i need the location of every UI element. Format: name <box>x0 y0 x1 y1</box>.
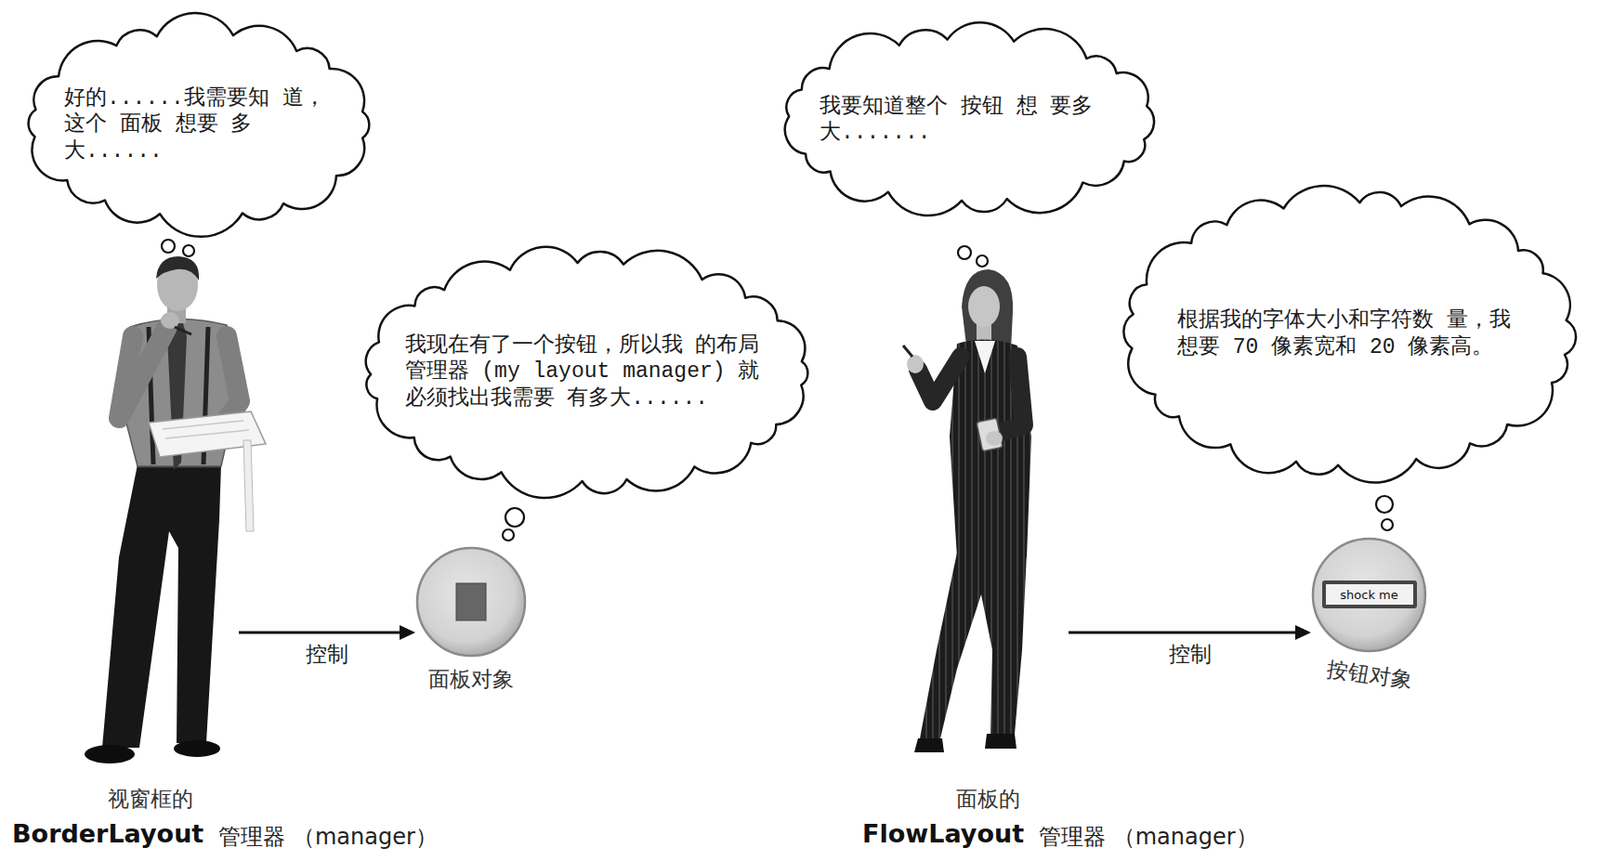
thought-text: 我要知道整个 按钮 想 要多大....... <box>819 93 1119 146</box>
object-label: 面板对象 <box>428 665 514 695</box>
cloud-outline <box>770 20 1168 220</box>
layout-name: BorderLayout <box>12 819 204 849</box>
cloud-shape <box>366 247 809 499</box>
object-circle-shape <box>1312 538 1426 652</box>
object-label: 按钮对象 <box>1324 655 1414 696</box>
woman-figure <box>903 269 1032 753</box>
thought-cloud: 根据我的字体大小和字符数 量，我想要 70 像素宽和 20 像素高。 <box>1112 183 1587 485</box>
control-arrow <box>238 625 416 641</box>
object-circle: 面板对象 <box>415 546 527 658</box>
thought-cloud: 好的......我需要知 道，这个 面板 想要 多大...... <box>14 14 383 236</box>
cloud-shape <box>28 13 370 237</box>
control-arrow <box>1068 625 1312 641</box>
person-figure: 视窗框的BorderLayout管理器 （manager） <box>76 264 239 772</box>
thought-cloud: 我要知道整个 按钮 想 要多大....... <box>770 20 1168 220</box>
person-figure: 面板的FlowLayout管理器 （manager） <box>897 275 1069 761</box>
thought-text: 好的......我需要知 道，这个 面板 想要 多大...... <box>64 85 334 164</box>
button-text: shock me <box>1339 588 1398 603</box>
object-circle-shape <box>417 548 525 656</box>
owner-caption: 面板的 <box>956 785 1021 814</box>
owner-caption: 视窗框的 <box>107 785 194 814</box>
circle-outline <box>415 546 527 658</box>
panel-icon <box>456 583 486 621</box>
thought-cloud: 我现在有了一个按钮，所以我 的布局管理器 (my layout manager)… <box>352 244 822 500</box>
man-figure <box>84 256 266 764</box>
button-widget: shock me <box>1322 580 1417 609</box>
manager-caption: 管理器 （manager） <box>218 822 438 853</box>
manager-caption: 管理器 （manager） <box>1038 822 1259 853</box>
cloud-shape <box>1123 185 1576 484</box>
edge-label: 控制 <box>302 640 352 669</box>
cloud-outline <box>1112 183 1587 485</box>
thought-text: 我现在有了一个按钮，所以我 的布局管理器 (my layout manager)… <box>405 332 770 411</box>
object-circle: 按钮对象shock me <box>1311 537 1428 654</box>
edge-label: 控制 <box>1166 640 1215 669</box>
cloud-shape <box>785 22 1155 216</box>
layout-name: FlowLayout <box>862 819 1024 849</box>
thought-text: 根据我的字体大小和字符数 量，我想要 70 像素宽和 20 像素高。 <box>1177 307 1522 360</box>
